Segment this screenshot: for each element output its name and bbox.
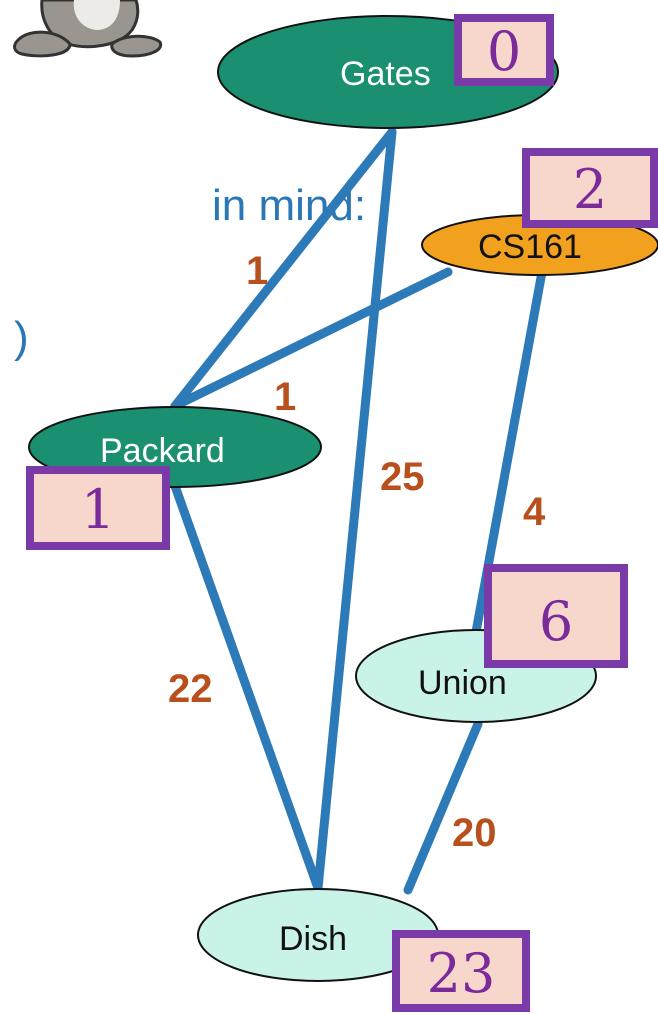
node-label-dish: Dish [279, 920, 347, 958]
node-label-gates: Gates [340, 55, 431, 93]
node-label-packard: Packard [100, 432, 225, 470]
edges [170, 127, 547, 895]
edge-gates-dish [313, 127, 397, 893]
distance-box-dish: 23 [392, 930, 530, 1012]
weight-packard-cs161: 1 [274, 375, 296, 419]
edge-packard-dish [170, 481, 323, 893]
node-label-union: Union [418, 664, 507, 702]
distance-box-cs161: 2 [522, 148, 658, 228]
distance-box-union: 6 [484, 564, 628, 668]
weight-packard-dish: 22 [168, 667, 213, 711]
edge-packard-cs161 [170, 267, 453, 411]
distance-cs161: 2 [573, 158, 607, 221]
node-label-cs161: CS161 [478, 228, 582, 266]
distance-packard: 1 [81, 478, 115, 541]
weight-union-dish: 20 [452, 811, 497, 855]
distance-dish: 23 [427, 942, 496, 1005]
distance-box-gates: 0 [454, 14, 554, 86]
distance-union: 6 [539, 590, 573, 653]
distance-gates: 0 [487, 20, 521, 83]
edge-union-dish [403, 719, 483, 895]
weight-cs161-union: 4 [523, 490, 546, 534]
weight-gates-packard: 1 [246, 249, 268, 293]
edge-weights: 1 1 25 4 22 20 [168, 249, 546, 855]
slide-text-line2: ) [14, 313, 29, 362]
distance-box-packard: 1 [26, 466, 170, 550]
edge-gates-packard [170, 127, 397, 411]
weight-gates-dish: 25 [380, 455, 425, 499]
mascot-illustration [13, 0, 163, 58]
node-cs161: CS161 [421, 214, 658, 276]
node-dish: Dish [197, 888, 439, 982]
slide-text-line1: in mind: [212, 181, 366, 230]
